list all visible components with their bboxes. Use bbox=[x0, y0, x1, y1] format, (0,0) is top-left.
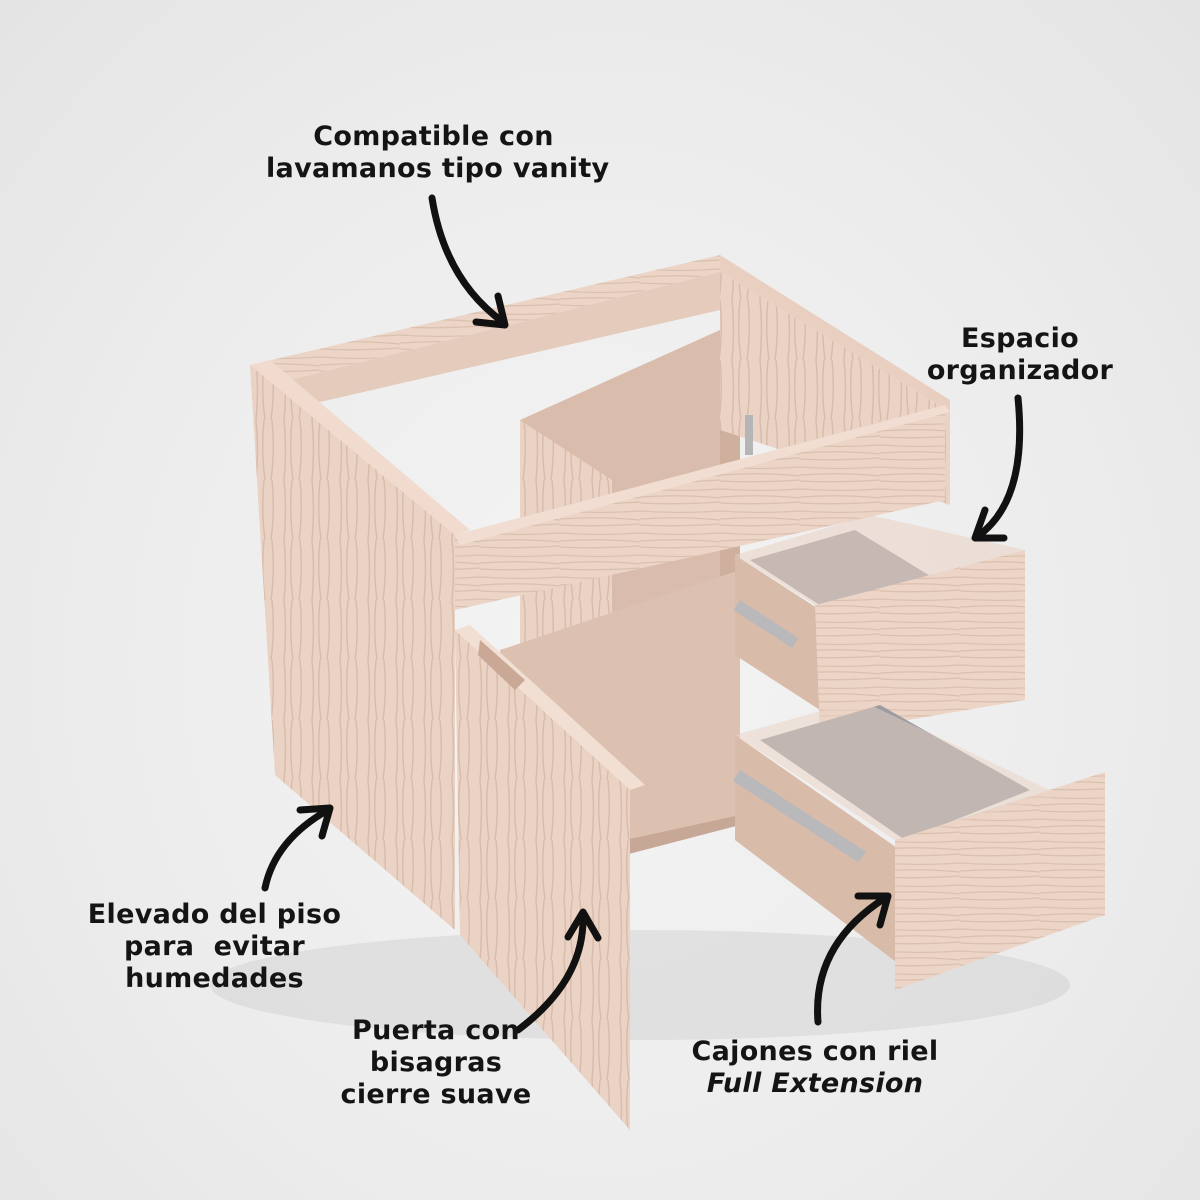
left-side-edge bbox=[250, 360, 470, 535]
front-top-rail bbox=[455, 405, 945, 610]
callout-door-line2: bisagras bbox=[369, 1047, 503, 1078]
callout-organizer-line2: organizador bbox=[926, 355, 1114, 386]
callout-top-line2: lavamanos tipo vanity bbox=[266, 153, 610, 184]
upper-drawer-front bbox=[815, 550, 1025, 735]
callout-drawers-line1: Cajones con riel bbox=[691, 1036, 939, 1067]
callout-door-label: Puerta con bisagras cierre suave bbox=[336, 1015, 536, 1111]
arrow-drawers bbox=[814, 892, 892, 1026]
top-right-rail bbox=[720, 255, 950, 412]
upper-drawer-top-edge bbox=[735, 515, 1025, 605]
cabinet-door bbox=[455, 630, 630, 1130]
lower-drawer-front bbox=[895, 772, 1105, 990]
lower-drawer-top-edge bbox=[735, 700, 1060, 840]
door-handle-cut bbox=[478, 640, 525, 690]
callout-top-line1: Compatible con bbox=[313, 121, 554, 152]
hanger-bar bbox=[745, 415, 753, 455]
callout-drawers-label: Cajones con riel Full Extension bbox=[686, 1036, 944, 1100]
arrow-top bbox=[428, 194, 509, 329]
arrow-organizer bbox=[971, 394, 1024, 542]
shelf-edge bbox=[625, 815, 740, 855]
top-back-rail-face bbox=[270, 272, 720, 410]
left-side-panel bbox=[250, 365, 455, 930]
callout-door-line3: cierre suave bbox=[340, 1079, 532, 1110]
callout-elevated-line2: para evitar bbox=[123, 931, 306, 962]
arrow-elevated bbox=[261, 804, 334, 892]
callout-top-label: Compatible con lavamanos tipo vanity bbox=[266, 121, 610, 185]
lower-drawer-side bbox=[735, 735, 900, 965]
floor-shadow bbox=[210, 930, 1070, 1040]
upper-drawer-rail bbox=[733, 599, 799, 649]
callout-organizer-line1: Espacio bbox=[961, 323, 1079, 354]
callout-elevated-label: Elevado del piso para evitar humedades bbox=[82, 899, 347, 995]
lower-drawer-rail bbox=[732, 770, 866, 863]
callout-elevated-line3: humedades bbox=[125, 963, 304, 994]
callout-door-line1: Puerta con bbox=[352, 1015, 520, 1046]
callout-drawers-line2: Full Extension bbox=[706, 1068, 924, 1099]
callout-elevated-line1: Elevado del piso bbox=[87, 899, 342, 930]
arrow-door bbox=[514, 908, 602, 1034]
front-top-rail-edge bbox=[455, 405, 950, 545]
callout-organizer-label: Espacio organizador bbox=[925, 323, 1115, 387]
